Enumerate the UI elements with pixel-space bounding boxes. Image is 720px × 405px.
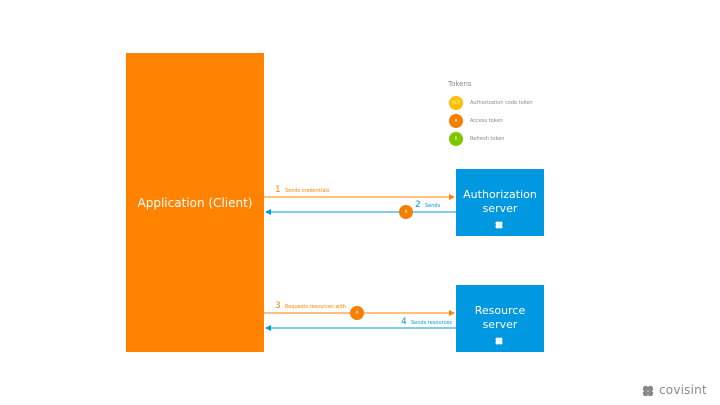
auth-server-label-line2: server [482, 202, 518, 215]
legend-item-3-badge-text: R [454, 136, 458, 141]
legend-item-1-badge-text: ACT [452, 100, 460, 105]
brand-clover-logo-icon [642, 385, 654, 397]
step4-label: Sends resources [411, 320, 453, 326]
step2-token-text: A [404, 209, 408, 214]
resource-server-label-line2: server [482, 318, 518, 331]
resource-server-label-line1: Resource [474, 304, 526, 317]
step2-access-token-badge [399, 205, 413, 219]
client-label: Application (Client) [137, 196, 253, 210]
step4-number: 4 [401, 317, 407, 327]
legend-item-1-label: Authorization code token [470, 100, 533, 106]
step3-access-token-badge [350, 306, 364, 320]
legend-item-2-label: Access token [470, 118, 503, 124]
auth-server-label-line1: Authorization [463, 188, 537, 201]
resource-server-label: Resource server [456, 304, 544, 332]
legend-refresh-token-badge [449, 132, 463, 146]
step2-label: Sends [425, 203, 441, 209]
step3-token-text: A [355, 310, 359, 315]
legend-item-2-badge-text: A [454, 118, 458, 123]
step2-number: 2 [415, 200, 421, 210]
auth-server-label: Authorization server [456, 188, 544, 216]
legend-auth-code-token-badge [449, 96, 463, 110]
legend-title: Tokens [448, 80, 472, 88]
brand-name: covisint [659, 383, 707, 397]
step3-number: 3 [275, 301, 281, 311]
step1-number: 1 [275, 185, 281, 195]
legend-access-token-badge [449, 114, 463, 128]
client-block [126, 53, 264, 352]
legend-item-3-label: Refresh token [470, 136, 505, 142]
step3-label: Requests resources with [285, 304, 346, 310]
step1-label: Sends credentials [285, 188, 330, 194]
